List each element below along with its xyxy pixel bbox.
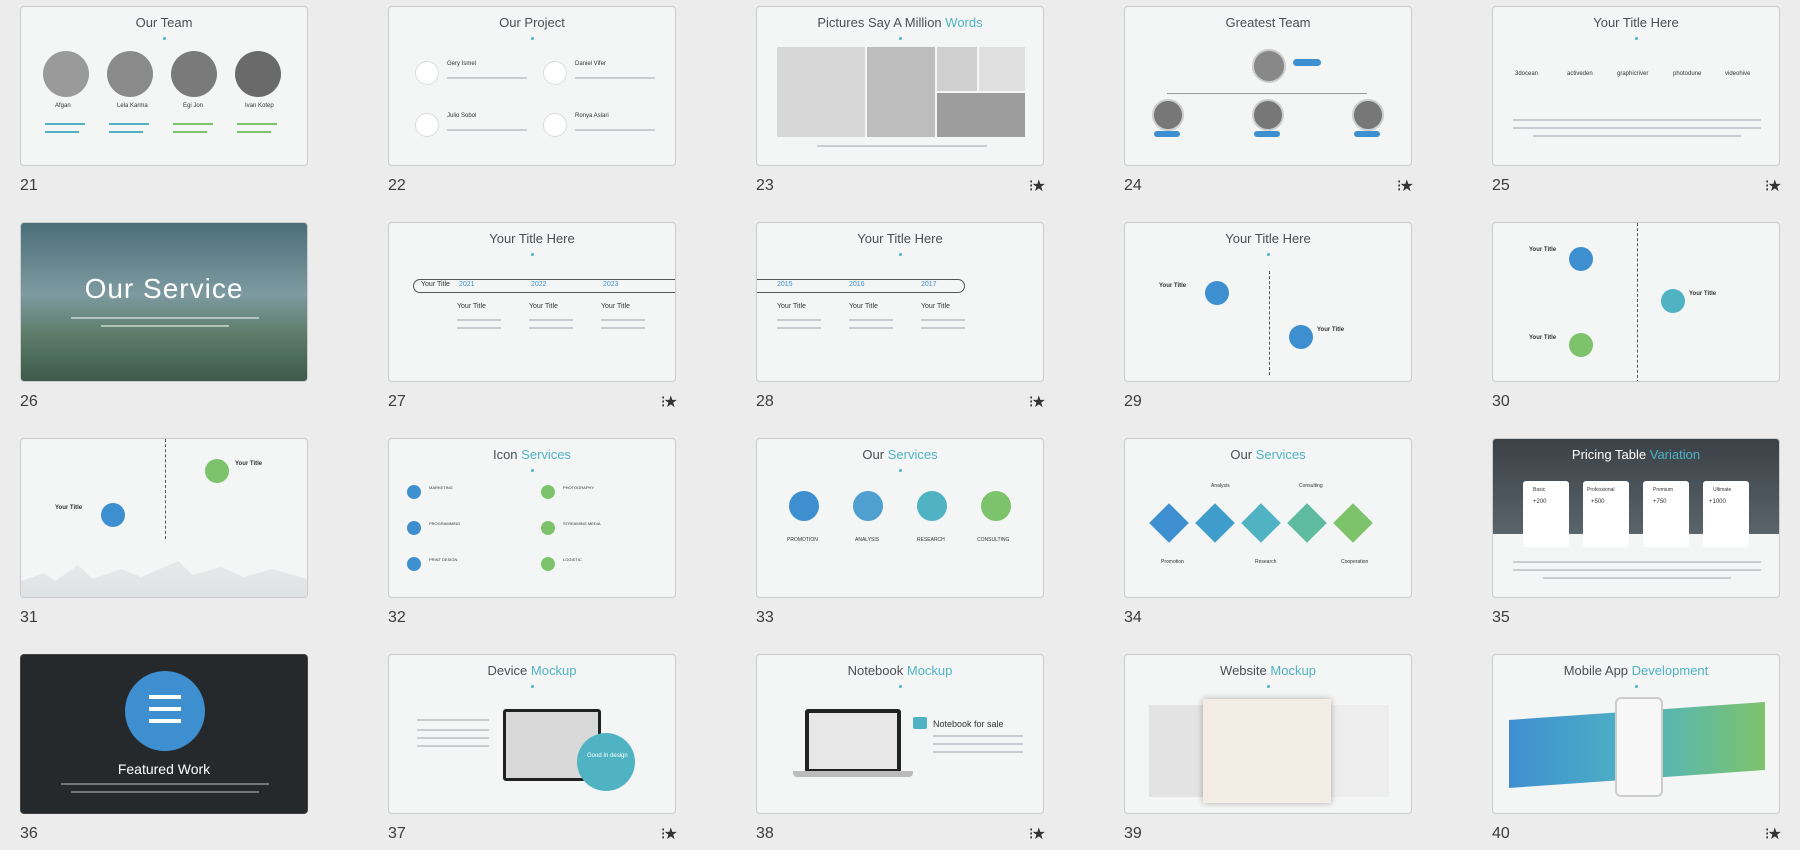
slide-thumb-23[interactable]: Pictures Say A Million Words 23 ⁝★ [756, 6, 1046, 195]
slide-title: Device Mockup [487, 663, 577, 678]
slide-number: 31 [20, 609, 38, 626]
logo-text: activeden [1567, 71, 1593, 77]
animation-star-icon: ⁝★ [1028, 394, 1046, 411]
animation-star-icon: ⁝★ [1764, 178, 1782, 195]
slide-title: Our Team [135, 15, 193, 30]
slide-number: 38 [756, 825, 774, 842]
slide-title: Notebook Mockup [847, 663, 953, 678]
member-name: Afgan [55, 103, 71, 109]
animation-star-icon: ⁝★ [660, 394, 678, 411]
person-name: Gery Ismel [447, 61, 477, 67]
slide-thumb-37[interactable]: Device Mockup Good In design 37 ⁝★ [388, 654, 678, 843]
slide-number: 32 [388, 609, 406, 626]
slide-number: 36 [20, 825, 38, 842]
slide-number: 34 [1124, 609, 1142, 626]
slide-thumb-39[interactable]: Website Mockup 39 [1124, 654, 1414, 842]
slide-thumb-22[interactable]: Our Project Gery Ismel Daniel Vifer Juli… [388, 6, 678, 194]
slide-title: Your Title Here [857, 231, 943, 246]
slide-thumb-29[interactable]: Your Title Here Your Title Your Title 29 [1124, 222, 1414, 410]
slide-thumb-35[interactable]: Pricing Table Variation Basic Profession… [1492, 438, 1782, 626]
slide-number: 23 [756, 177, 774, 194]
slide-title: Our Services [1230, 447, 1306, 462]
logo-text: photodune [1673, 71, 1702, 77]
slide-number: 30 [1492, 393, 1510, 410]
slide-thumb-24[interactable]: Greatest Team 24 ⁝★ [1124, 6, 1414, 195]
slide-title: Our Project [499, 15, 565, 30]
slide-title: Icon Services [492, 447, 572, 462]
slide-title: Your Title Here [1593, 15, 1679, 30]
slide-title: Website Mockup [1220, 663, 1316, 678]
animation-star-icon: ⁝★ [660, 826, 678, 843]
slide-number: 22 [388, 177, 406, 194]
person-name: Julio Sobol [447, 113, 477, 119]
animation-star-icon: ⁝★ [1028, 178, 1046, 195]
slide-title: Featured Work [117, 761, 211, 777]
slide-thumb-26[interactable]: Our Service 26 [20, 222, 310, 410]
slide-number: 33 [756, 609, 774, 626]
slide-title: Your Title Here [1225, 231, 1311, 246]
slide-title: Our Service [84, 273, 244, 304]
person-name: Ronya Aslari [575, 113, 609, 119]
slide-title: Your Title Here [489, 231, 575, 246]
animation-star-icon: ⁝★ [1764, 826, 1782, 843]
animation-star-icon: ⁝★ [1028, 826, 1046, 843]
slide-thumb-31[interactable]: Your Title Your Title 31 [20, 438, 310, 626]
logo-text: graphicriver [1617, 71, 1649, 77]
slide-number: 24 [1124, 177, 1142, 194]
slide-number: 37 [388, 825, 406, 842]
slide-thumb-36[interactable]: Featured Work 36 [20, 654, 310, 842]
slide-number: 26 [20, 393, 38, 410]
slide-number: 25 [1492, 177, 1510, 194]
slide-thumb-30[interactable]: Your Title Your Title Your Title 30 [1492, 222, 1782, 410]
slide-thumb-27[interactable]: Your Title Here Your Title 2021 2022 202… [388, 222, 678, 411]
animation-star-icon: ⁝★ [1396, 178, 1414, 195]
person-name: Daniel Vifer [575, 61, 606, 67]
member-name: Ivan Kotep [245, 103, 274, 109]
slide-thumb-33[interactable]: Our Services PROMOTION ANALYSIS RESEARCH… [756, 438, 1046, 626]
logo-text: videohive [1725, 71, 1751, 77]
slide-thumb-32[interactable]: Icon Services MARKETING PHOTOGRAPHY PROG… [388, 438, 678, 626]
slide-title: Pricing Table Variation [1571, 447, 1701, 462]
member-name: Lela Karma [117, 103, 148, 109]
slide-title: Mobile App Development [1563, 663, 1709, 678]
slide-thumb-40[interactable]: Mobile App Development 40 ⁝★ [1492, 654, 1782, 843]
member-name: Egi Jon [183, 103, 204, 109]
slide-thumb-21[interactable]: Our Team Afgan Lela Karma Egi Jon Ivan K… [20, 6, 310, 194]
slide-number: 39 [1124, 825, 1142, 842]
slide-number: 21 [20, 177, 38, 194]
slide-thumb-25[interactable]: Your Title Here 3docean activeden graphi… [1492, 6, 1782, 195]
slide-number: 28 [756, 393, 774, 410]
slide-number: 29 [1124, 393, 1142, 410]
slide-number: 27 [388, 393, 406, 410]
slide-number: 35 [1492, 609, 1510, 626]
slide-title: Our Services [862, 447, 938, 462]
slide-title: Greatest Team [1225, 15, 1311, 30]
slide-number: 40 [1492, 825, 1510, 842]
slide-title: Pictures Say A Million Words [817, 15, 983, 30]
slide-thumb-34[interactable]: Our Services Analysis Consulting Promoti… [1124, 438, 1414, 626]
slide-thumb-28[interactable]: Your Title Here 2015 2016 2017 Your Titl… [756, 222, 1046, 411]
slide-thumb-38[interactable]: Notebook Mockup Notebook for sale 38 ⁝★ [756, 654, 1046, 843]
logo-text: 3docean [1515, 71, 1539, 77]
